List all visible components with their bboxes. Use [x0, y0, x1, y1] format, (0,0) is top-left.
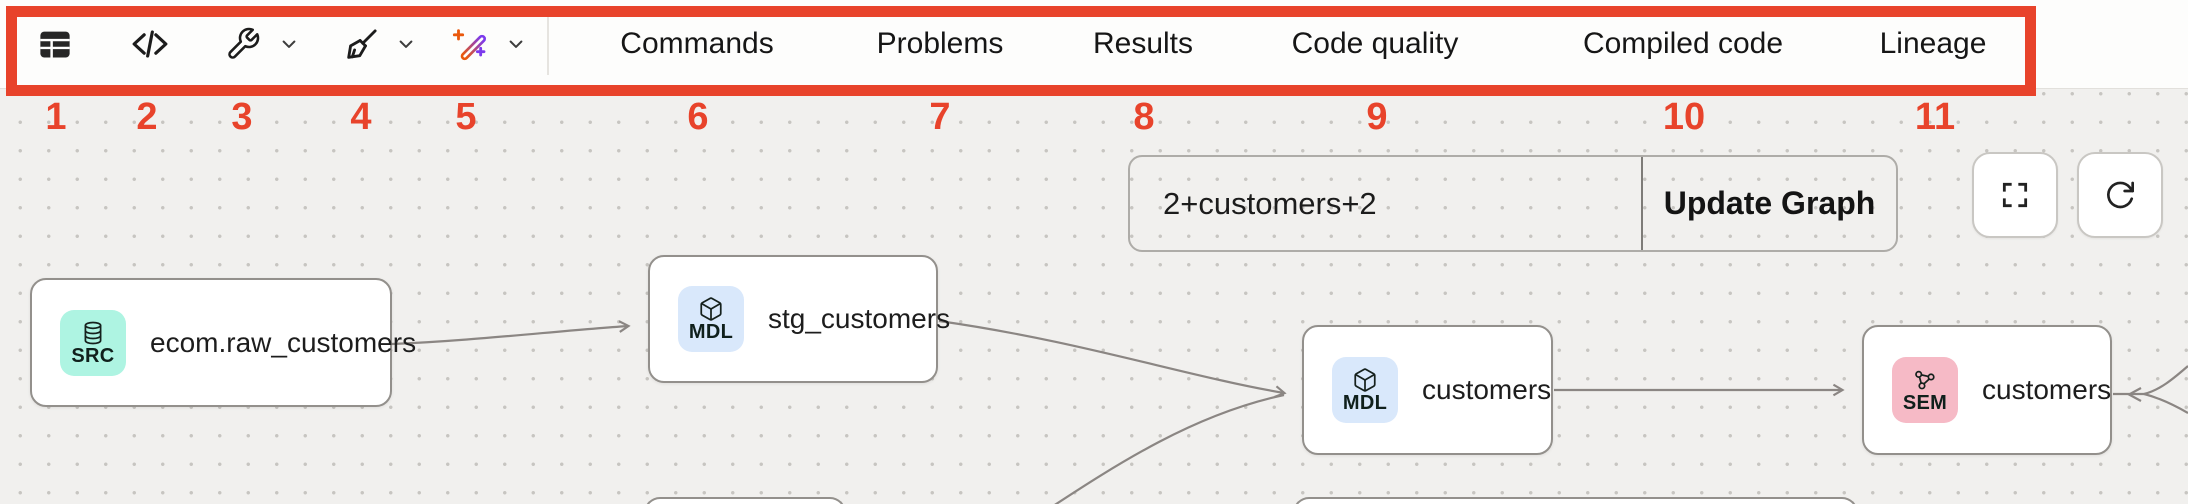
annotation-number-9: 9 [1366, 96, 1388, 138]
annotation-number-5: 5 [455, 96, 477, 138]
mdl-badge: MDL [1332, 357, 1398, 423]
wrench-dropdown-chevron-icon[interactable] [279, 34, 299, 54]
tab-compiled-code[interactable]: Compiled code [1582, 27, 1784, 60]
sem-badge: SEM [1892, 357, 1958, 423]
filter-bar-divider [1641, 157, 1643, 250]
edge-sem-fork-up [2143, 365, 2188, 396]
cube-icon [1354, 368, 1376, 392]
edge-bottom-to-customers [1054, 393, 1285, 504]
annotation-number-7: 7 [929, 96, 951, 138]
graph-filter-bar: Update Graph [1128, 155, 1898, 252]
tab-results[interactable]: Results [1092, 27, 1194, 60]
badge-label: SEM [1902, 392, 1948, 414]
broom-icon[interactable] [343, 25, 381, 63]
annotation-number-1: 1 [45, 96, 67, 138]
wand-dropdown-chevron-icon[interactable] [506, 34, 526, 54]
node-label: customers [1422, 374, 1552, 405]
magic-wand-icon[interactable] [451, 24, 491, 64]
src-badge: SRC [60, 309, 126, 376]
broom-dropdown-chevron-icon[interactable] [396, 34, 416, 54]
edge-sem-fork-down [2143, 392, 2188, 414]
update-graph-button[interactable]: Update Graph [1643, 157, 1896, 250]
tab-lineage[interactable]: Lineage [1879, 27, 1987, 60]
annotation-number-2: 2 [136, 96, 158, 138]
edge-stg-to-customers [938, 319, 1287, 398]
partial-node-bottom-right[interactable] [1293, 497, 1858, 504]
cube-icon [700, 297, 722, 321]
code-icon[interactable] [130, 24, 170, 64]
annotation-number-11: 11 [1914, 96, 1956, 138]
annotation-number-8: 8 [1133, 96, 1155, 138]
node-stg-customers[interactable]: MDL stg_customers [648, 255, 950, 383]
tab-commands[interactable]: Commands [620, 27, 774, 60]
database-icon [84, 321, 102, 344]
fullscreen-icon [2002, 182, 2028, 208]
refresh-button[interactable] [2077, 152, 2163, 238]
edge-src-to-stg [391, 320, 631, 346]
fullscreen-button[interactable] [1972, 152, 2058, 238]
toolbar-divider [547, 13, 549, 75]
mdl-badge: MDL [678, 286, 744, 352]
annotation-number-3: 3 [231, 96, 253, 138]
node-label: customers [1982, 374, 2112, 405]
badge-label: MDL [1342, 392, 1388, 414]
badge-label: SRC [71, 344, 115, 367]
node-customers-mdl[interactable]: MDL customers [1302, 325, 1553, 455]
annotation-number-4: 4 [350, 96, 372, 138]
tab-problems[interactable]: Problems [876, 27, 1004, 60]
edge-sem-arrowhead [2126, 387, 2142, 402]
network-icon [1915, 370, 1935, 390]
node-filter-input[interactable] [1130, 157, 1641, 250]
node-customers-sem[interactable]: SEM customers [1862, 325, 2112, 455]
partial-node-bottom-left[interactable] [644, 497, 846, 504]
node-label: stg_customers [768, 303, 951, 334]
badge-label: MDL [688, 321, 734, 343]
refresh-icon [2107, 181, 2134, 209]
node-label: ecom.raw_customers [150, 326, 417, 358]
node-ecom-raw-customers[interactable]: SRC ecom.raw_customers [30, 278, 416, 407]
table-icon[interactable] [37, 26, 73, 62]
annotation-number-6: 6 [687, 96, 709, 138]
tab-code-quality[interactable]: Code quality [1291, 27, 1459, 60]
toolbar: Commands Problems Results Code quality C… [0, 0, 2188, 89]
wrench-icon[interactable] [225, 26, 261, 62]
annotation-number-10: 10 [1662, 96, 1706, 138]
